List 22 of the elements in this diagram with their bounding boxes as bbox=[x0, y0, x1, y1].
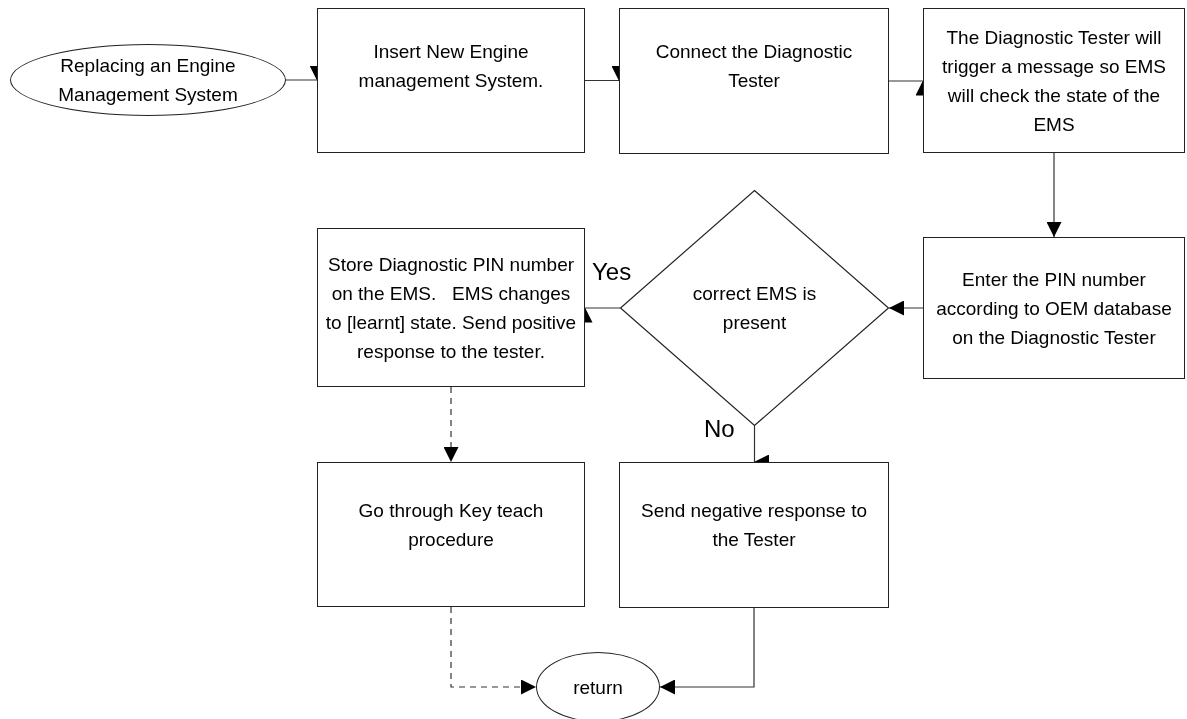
process-box bbox=[317, 228, 585, 387]
node-text: Go through Key teach procedure bbox=[357, 498, 545, 552]
arrow bbox=[1046, 152, 1062, 238]
node-text: correct EMS is present bbox=[691, 282, 818, 335]
node-text: Send negative response to the Tester bbox=[639, 499, 869, 552]
arrow bbox=[888, 300, 924, 316]
arrow bbox=[443, 386, 459, 463]
node-text: Store Diagnostic PIN number on the EMS. EMS changes to [learnt] state. Send positive response to the tester. bbox=[324, 252, 578, 364]
process-box bbox=[619, 462, 889, 608]
process-box bbox=[317, 462, 585, 607]
process-box bbox=[317, 8, 585, 153]
node-text: The Diagnostic Tester will trigger a message so EMS will check the state of the EMS bbox=[941, 25, 1167, 137]
arrow bbox=[659, 607, 755, 695]
process-box bbox=[923, 8, 1185, 153]
node-text: Insert New Engine management System. bbox=[357, 39, 545, 93]
node-text: return bbox=[573, 675, 623, 700]
node-text: Connect the Diagnostic Tester bbox=[654, 40, 854, 93]
node-text: Enter the PIN number according to OEM database on the Diagnostic Tester bbox=[935, 267, 1173, 350]
process-box bbox=[923, 237, 1185, 379]
arrow bbox=[450, 606, 537, 695]
process-box bbox=[619, 8, 889, 154]
node-text: Replacing an Engine Management System bbox=[57, 54, 239, 107]
